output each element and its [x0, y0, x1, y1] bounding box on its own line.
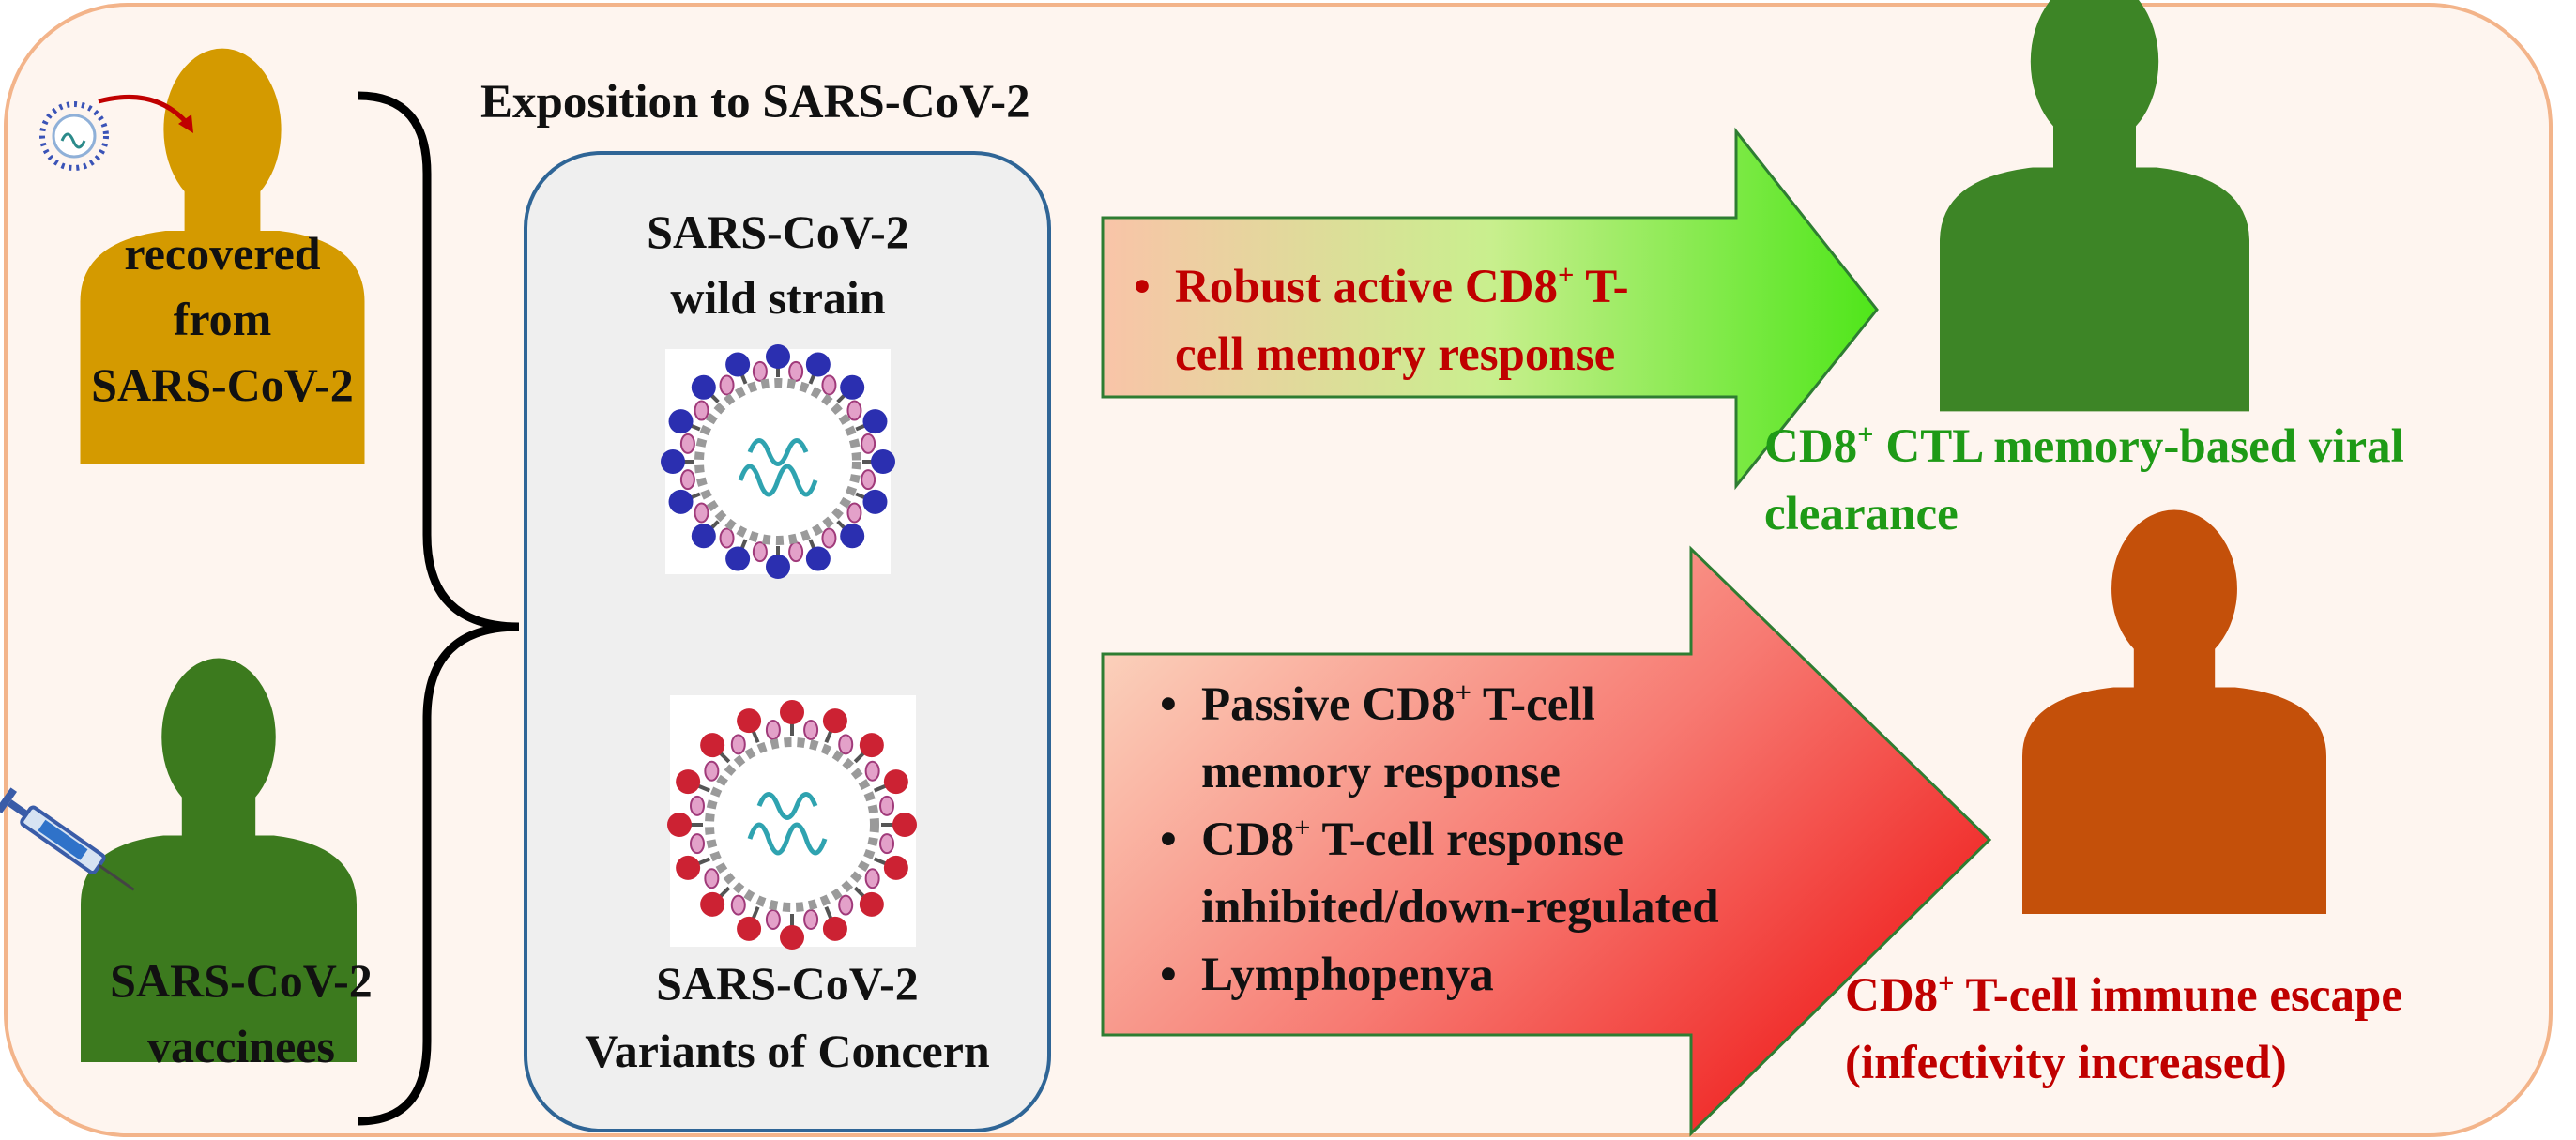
variants-line1: SARS-CoV-2 [656, 957, 919, 1010]
exposure-title: Exposition to SARS-CoV-2 [480, 76, 1030, 129]
variants-label: SARS-CoV-2 Variants of Concern [526, 950, 1049, 1085]
lower-arrow [1101, 545, 1992, 1137]
clearance-outcome-label: CD8+ CTL memory-based viral clearance [1764, 413, 2404, 548]
small-virus-icon [39, 101, 109, 171]
upper-bullet: •Robust active CD8+ T- cell memory respo… [1134, 259, 1629, 381]
infection-arrow-icon [98, 94, 190, 126]
lower-arrow-text: •Passive CD8+ T-cell memory response •CD… [1160, 671, 1719, 1009]
vaccinees-label-line1: SARS-CoV-2 [110, 954, 373, 1007]
vaccinees-label-line2: vaccinees [147, 1020, 335, 1072]
wild-strain-virus-icon [661, 344, 895, 579]
variants-line2: Variants of Concern [585, 1025, 990, 1077]
recovered-label-line2: from [173, 293, 272, 345]
infection-arrowhead-icon [178, 114, 193, 133]
virus-strains-box [524, 151, 1051, 1132]
lower-bullet-1: •Passive CD8+ T-cell memory response [1160, 676, 1595, 798]
variant-virus-icon [667, 695, 917, 950]
recovered-label: recovered from SARS-CoV-2 [49, 220, 396, 418]
grouping-brace [358, 91, 520, 1126]
wild-strain-label: SARS-CoV-2 wild strain [526, 199, 1030, 330]
wild-strain-line2: wild strain [670, 271, 886, 324]
clearance-line2: clearance [1764, 488, 1959, 540]
syringe-icon [0, 787, 135, 891]
lower-bullet-2: •CD8+ T-cell response inhibited/down-reg… [1160, 812, 1719, 934]
lower-bullet-3: •Lymphopenya [1160, 949, 1494, 1001]
recovered-label-line3: SARS-CoV-2 [91, 358, 354, 411]
upper-arrow-text: •Robust active CD8+ T- cell memory respo… [1134, 253, 1629, 388]
vaccinees-label: SARS-CoV-2 vaccinees [68, 948, 415, 1079]
escape-line2: (infectivity increased) [1845, 1037, 2287, 1089]
recovered-label-line1: recovered [124, 227, 321, 280]
clearance-line1: CD8+ CTL memory-based viral [1764, 418, 2404, 473]
escape-outcome-label: CD8+ T-cell immune escape (infectivity i… [1845, 962, 2402, 1097]
escape-line1: CD8+ T-cell immune escape [1845, 967, 2402, 1022]
wild-strain-line1: SARS-CoV-2 [647, 205, 909, 258]
upper-arrow [1101, 127, 1879, 491]
